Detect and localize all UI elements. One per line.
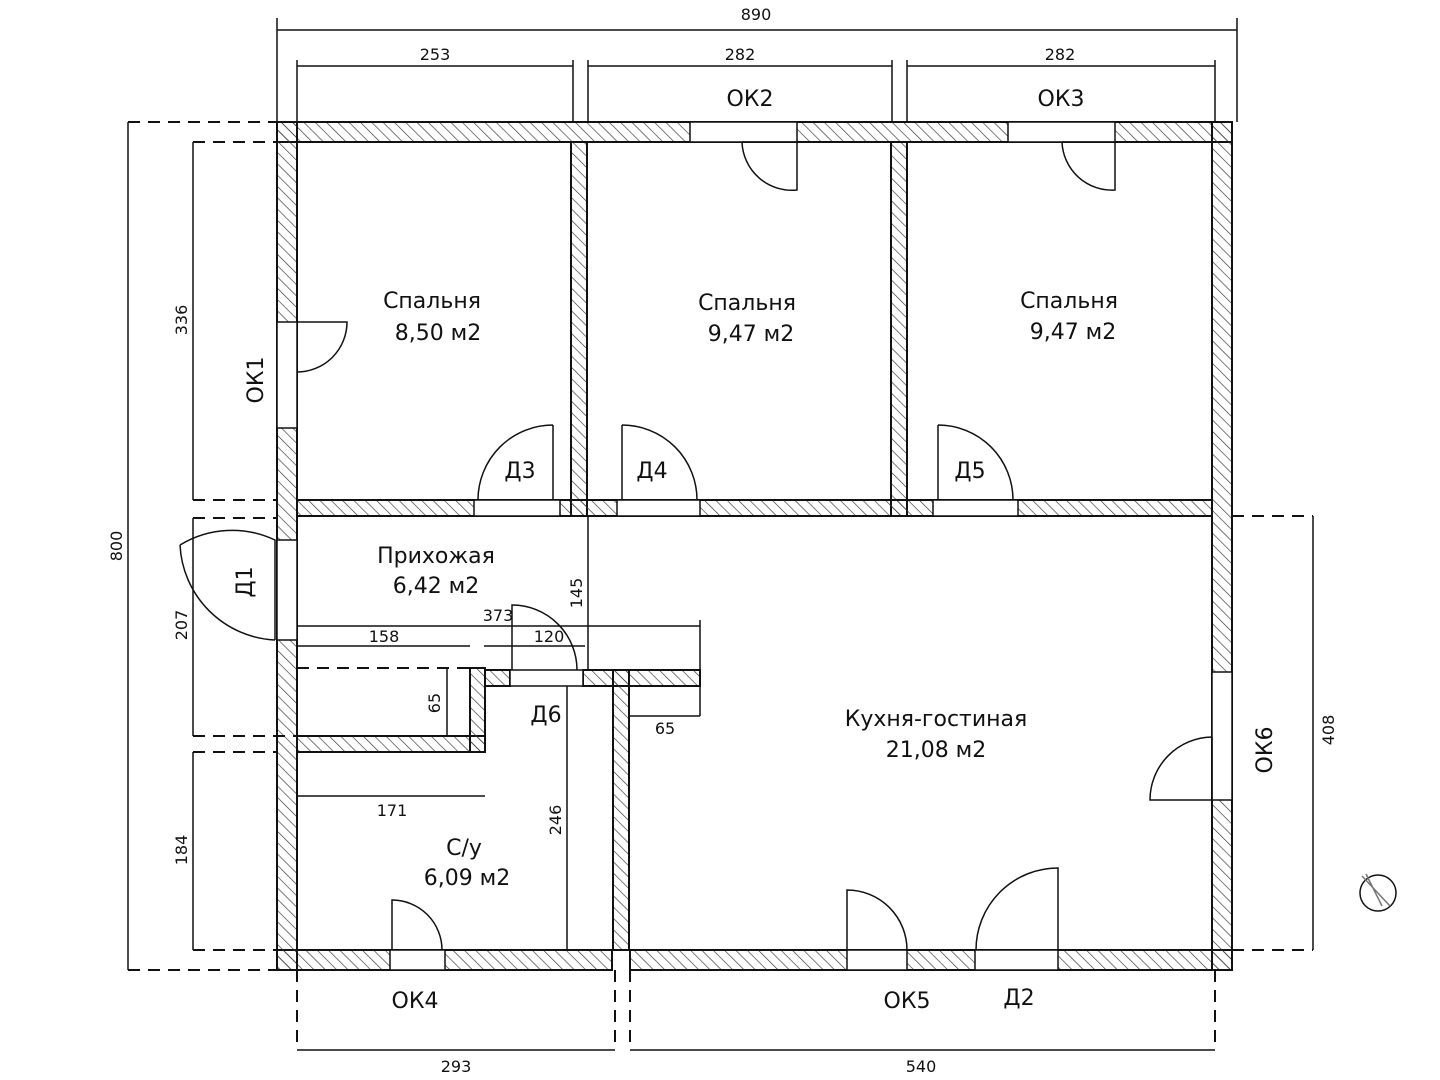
window-label: ОК1 (244, 357, 269, 404)
dimension-text: 184 (172, 835, 191, 866)
room-name: Спальня (698, 291, 796, 316)
dimension-text: 293 (441, 1057, 472, 1076)
window-label: ОК5 (884, 989, 931, 1014)
dimension-text: 336 (172, 305, 191, 336)
room-name: Прихожая (377, 544, 495, 569)
dimension-text: 540 (906, 1057, 937, 1076)
dimension-text: 145 (567, 578, 586, 609)
dimension-lines (127, 18, 1314, 1051)
dimension-text: 65 (655, 719, 675, 738)
opening-labels: ОК1 ОК2 ОК3 ОК4 ОК5 ОК6 Д1 Д2 Д3 Д4 Д5 Д… (233, 87, 1278, 1014)
window-label: ОК4 (392, 989, 439, 1014)
dimension-text: 158 (369, 627, 400, 646)
dimension-text: 246 (546, 805, 565, 836)
room-area: 6,42 м2 (393, 574, 480, 599)
dimension-text: 408 (1319, 715, 1338, 746)
room-name: С/у (446, 836, 482, 861)
room-name: Кухня-гостиная (845, 707, 1028, 732)
window-label: ОК3 (1038, 87, 1085, 112)
dimension-text: 120 (534, 627, 565, 646)
room-area: 6,09 м2 (424, 866, 511, 891)
room-name: Спальня (383, 289, 481, 314)
door-label: Д6 (530, 703, 561, 728)
door-label: Д1 (233, 566, 258, 597)
openings (179, 121, 1233, 971)
room-labels: Спальня 8,50 м2 Спальня 9,47 м2 Спальня … (377, 289, 1118, 891)
door-label: Д3 (504, 459, 535, 484)
door-label: Д4 (636, 459, 667, 484)
dimension-text: 282 (1045, 45, 1076, 64)
dimension-text: 65 (425, 693, 444, 713)
room-area: 9,47 м2 (708, 322, 795, 347)
dimension-text: 207 (172, 610, 191, 641)
door-label: Д5 (954, 459, 985, 484)
room-area: 9,47 м2 (1030, 320, 1117, 345)
dimension-text: 373 (483, 606, 514, 625)
room-area: 21,08 м2 (886, 738, 987, 763)
room-area: 8,50 м2 (395, 321, 482, 346)
room-name: Спальня (1020, 289, 1118, 314)
dimension-text: 282 (725, 45, 756, 64)
dimension-text: 800 (107, 531, 126, 562)
window-label: ОК6 (1253, 727, 1278, 774)
dimension-labels: 890 253 282 282 800 336 207 184 408 293 … (107, 5, 1338, 1076)
dimension-text: 171 (377, 801, 408, 820)
window-label: ОК2 (727, 87, 774, 112)
compass-icon (1359, 873, 1397, 912)
door-label: Д2 (1003, 986, 1034, 1011)
dimension-text: 890 (741, 5, 772, 24)
dimension-text: 253 (420, 45, 451, 64)
